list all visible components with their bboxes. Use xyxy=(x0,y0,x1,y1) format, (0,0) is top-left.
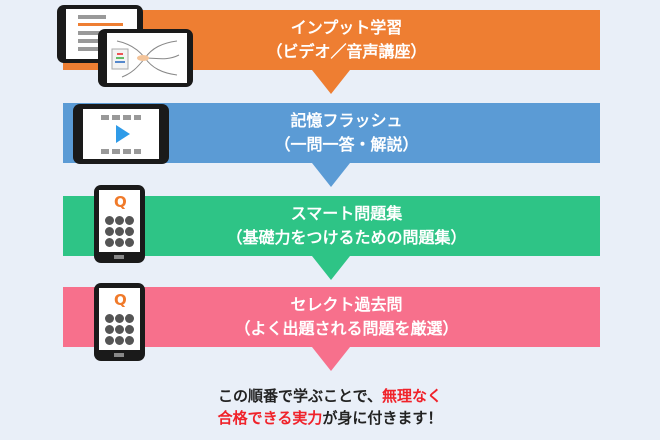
arrow-down-icon xyxy=(312,256,350,280)
arrow-down-icon xyxy=(312,347,350,371)
quiz-q-icon: Q xyxy=(114,291,127,309)
step-subtitle: （基礎力をつけるための問題集） xyxy=(226,228,467,247)
tablet-mindmap-icon xyxy=(98,29,193,87)
step-title: セレクト過去問 xyxy=(290,295,403,314)
step-subtitle: （よく出題される問題を厳選） xyxy=(234,319,459,338)
mindmap-icon xyxy=(111,40,180,78)
step-subtitle: （ビデオ／音声講座） xyxy=(266,42,427,61)
step-title: スマート問題集 xyxy=(290,204,403,223)
footer-line-2: 合格できる実力が身に付きます！ xyxy=(0,407,660,429)
step-title: 記憶フラッシュ xyxy=(290,111,403,130)
arrow-down-icon xyxy=(312,163,350,187)
tablet-quiz-icon: Q xyxy=(94,283,145,361)
step-smart: スマート問題集 （基礎力をつけるための問題集） xyxy=(63,196,600,256)
step-subtitle: （一問一答・解説） xyxy=(274,135,419,154)
footer-line-1: この順番で学ぶことで、無理なく xyxy=(0,385,660,407)
footer-message: この順番で学ぶことで、無理なく 合格できる実力が身に付きます！ xyxy=(0,385,660,429)
play-icon xyxy=(116,125,130,143)
footer-text: この順番で学ぶことで、 xyxy=(218,387,382,405)
footer-text: が身に付きます！ xyxy=(322,409,443,427)
arrow-down-icon xyxy=(312,70,350,94)
quiz-q-icon: Q xyxy=(114,193,127,211)
tablet-video-icon xyxy=(73,104,169,164)
footer-highlight: 無理なく xyxy=(381,387,442,405)
footer-highlight: 合格できる実力 xyxy=(217,409,323,427)
tablet-quiz-icon: Q xyxy=(94,185,145,263)
step-title: インプット学習 xyxy=(290,18,403,37)
step-select: セレクト過去問 （よく出題される問題を厳選） xyxy=(63,287,600,347)
